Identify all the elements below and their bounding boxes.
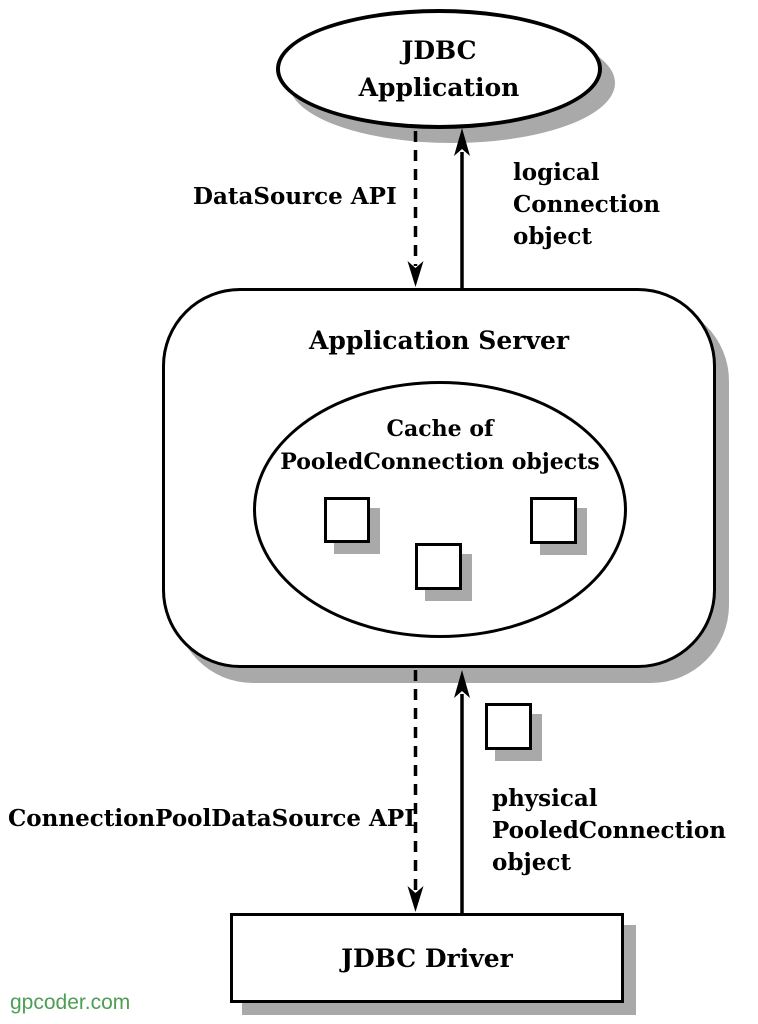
datasource-api-label: DataSource API [193, 183, 397, 210]
logical-connection-label: logical Connection object [513, 159, 661, 250]
jdbc-application-label-line2: Application [358, 73, 520, 102]
jdbc-application-label-line1: JDBC [401, 36, 477, 65]
pooled-connection-square [324, 497, 370, 543]
physical-pooledconnection-label: physical PooledConnection object [492, 785, 726, 876]
pooled-connection-square [415, 543, 462, 590]
connectionpooldatasource-api-label: ConnectionPoolDataSource API [8, 805, 415, 832]
datasource-api-arrowhead-down [407, 261, 424, 287]
cache-label-line2: PooledConnection objects [280, 449, 600, 475]
cache-label-line1: Cache of [386, 416, 494, 442]
jdbc-driver-label: JDBC Driver [341, 943, 513, 973]
physical-connection-arrowhead-up [454, 670, 470, 698]
cache-label: Cache of PooledConnection objects [253, 413, 627, 479]
pooled-connection-square [530, 497, 577, 544]
watermark: gpcoder.com [10, 991, 131, 1014]
application-server-title: Application Server [308, 326, 570, 355]
jdbc-driver-node: JDBC Driver [230, 913, 624, 1003]
pooled-connection-square-transit [485, 703, 532, 750]
logical-connection-arrowhead-up [454, 128, 470, 156]
jdbc-application-node: JDBC Application [276, 9, 602, 129]
connectionpooldatasource-api-arrowhead-down [407, 886, 424, 912]
